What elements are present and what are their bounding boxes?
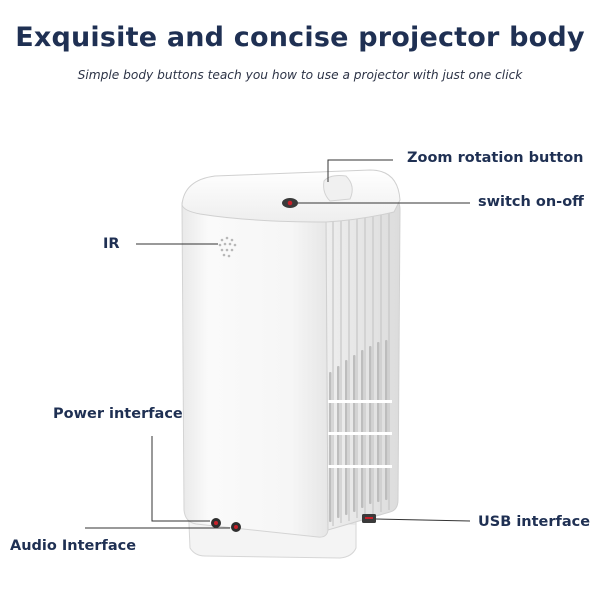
usb-interface-label: USB interface xyxy=(478,514,591,530)
projector-body xyxy=(181,195,329,538)
zoom-rotation-button-label: Zoom rotation button xyxy=(407,150,584,166)
zoom-leader xyxy=(327,159,393,182)
switch-label: switch on-off xyxy=(478,194,584,210)
ir-sensor xyxy=(218,236,237,258)
power-interface-label: Power interface xyxy=(53,406,183,422)
page-title: Exquisite and concise projector body xyxy=(15,22,585,53)
power-leader xyxy=(151,436,210,522)
top-cap xyxy=(181,169,401,223)
power-port xyxy=(211,518,221,528)
zoom-rotation-knob xyxy=(323,175,353,202)
vent-slots xyxy=(329,340,388,522)
ir-label: IR xyxy=(103,236,120,252)
leader-lines xyxy=(85,159,471,529)
audio-interface-label: Audio Interface xyxy=(10,538,137,554)
usb-port xyxy=(362,514,376,523)
usb-leader xyxy=(375,518,471,522)
page-subtitle: Simple body buttons teach you how to use… xyxy=(77,68,523,82)
audio-port xyxy=(231,522,241,532)
